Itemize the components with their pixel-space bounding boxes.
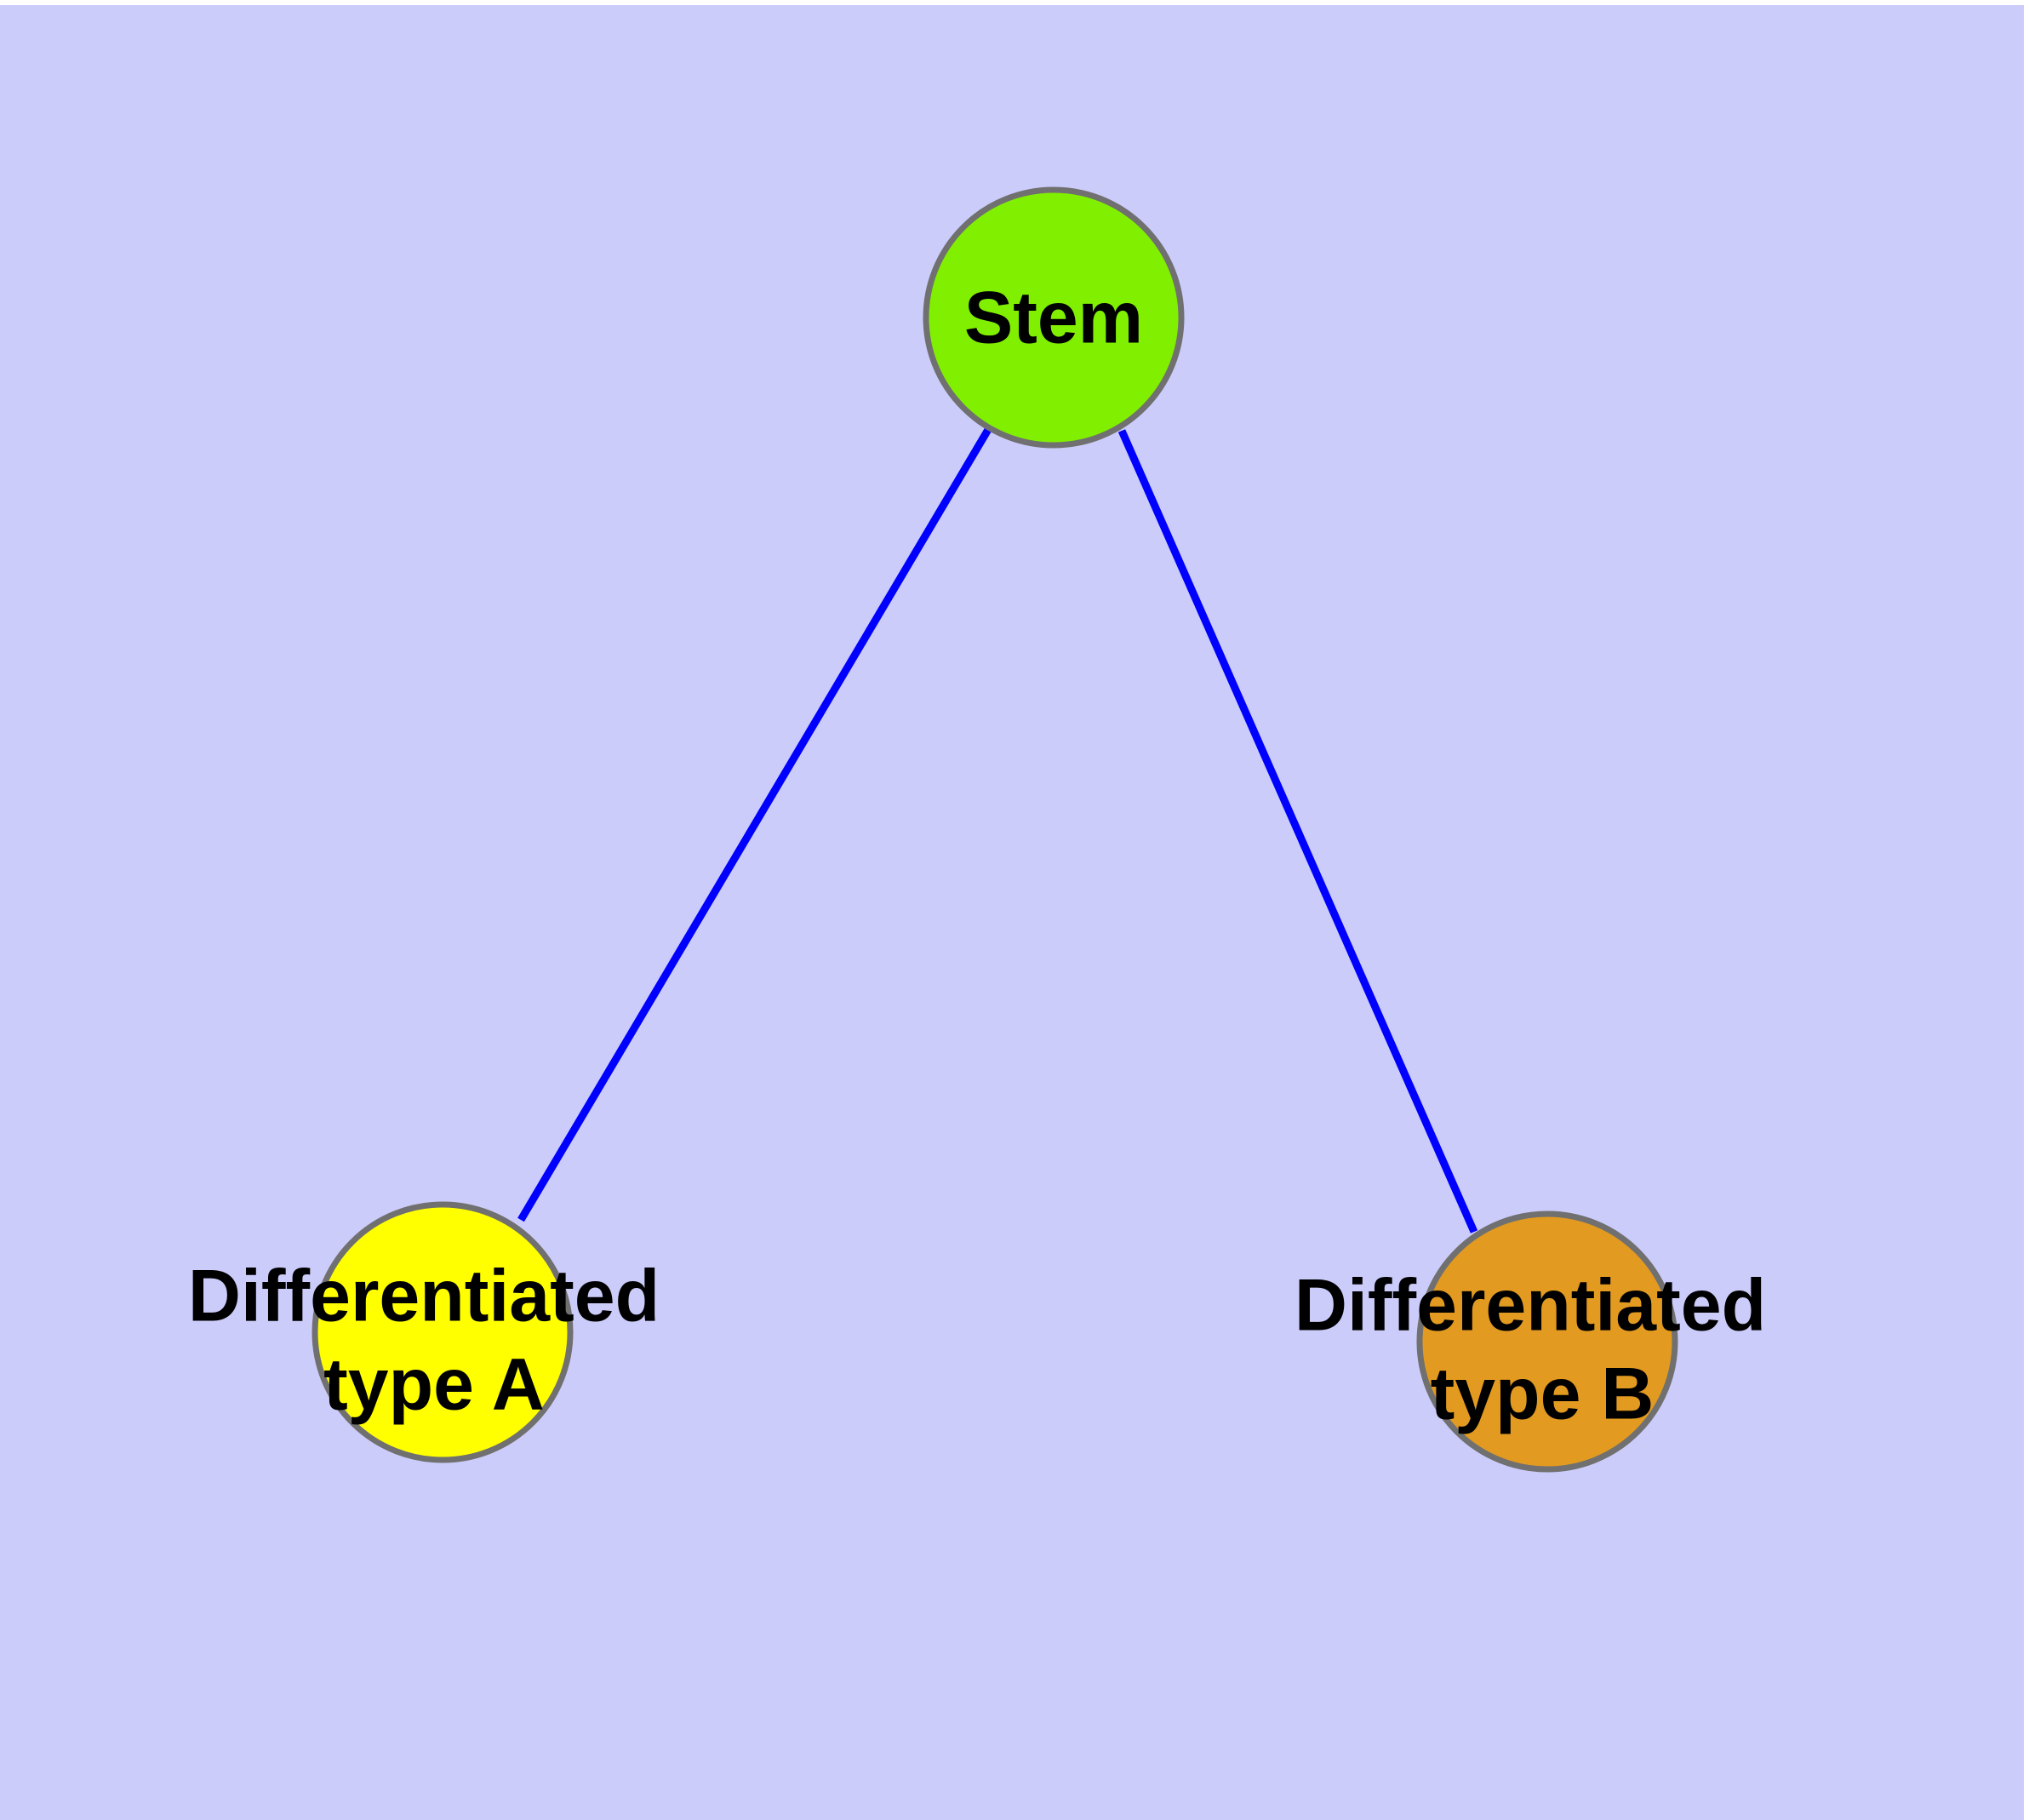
node-differentiated-type-b-circle[interactable] bbox=[1416, 1210, 1678, 1473]
node-stem[interactable]: Stem bbox=[923, 186, 1185, 449]
node-differentiated-type-a-label-line1: Differentiated bbox=[188, 1256, 660, 1337]
node-stem-label: Stem bbox=[964, 278, 1143, 359]
node-differentiated-type-a[interactable]: Differentiated type A bbox=[188, 1201, 660, 1463]
node-link-graph: Stem Differentiated type A Differentiate… bbox=[188, 186, 1766, 1473]
node-differentiated-type-b[interactable]: Differentiated type B bbox=[1295, 1210, 1766, 1473]
node-differentiated-type-b-label-line1: Differentiated bbox=[1295, 1265, 1766, 1347]
edge-stem-to-differentiated-type-a[interactable] bbox=[517, 426, 992, 1222]
node-differentiated-type-a-label-line2: type A bbox=[323, 1344, 545, 1426]
node-differentiated-type-b-label-line2: type B bbox=[1431, 1354, 1655, 1435]
diagram-canvas: Stem Differentiated type A Differentiate… bbox=[0, 5, 2024, 1820]
edge-stem-to-differentiated-type-b[interactable] bbox=[1117, 429, 1478, 1233]
edge-layer bbox=[517, 426, 1478, 1233]
node-differentiated-type-a-circle[interactable] bbox=[311, 1201, 574, 1463]
node-stem-circle[interactable] bbox=[923, 186, 1185, 449]
